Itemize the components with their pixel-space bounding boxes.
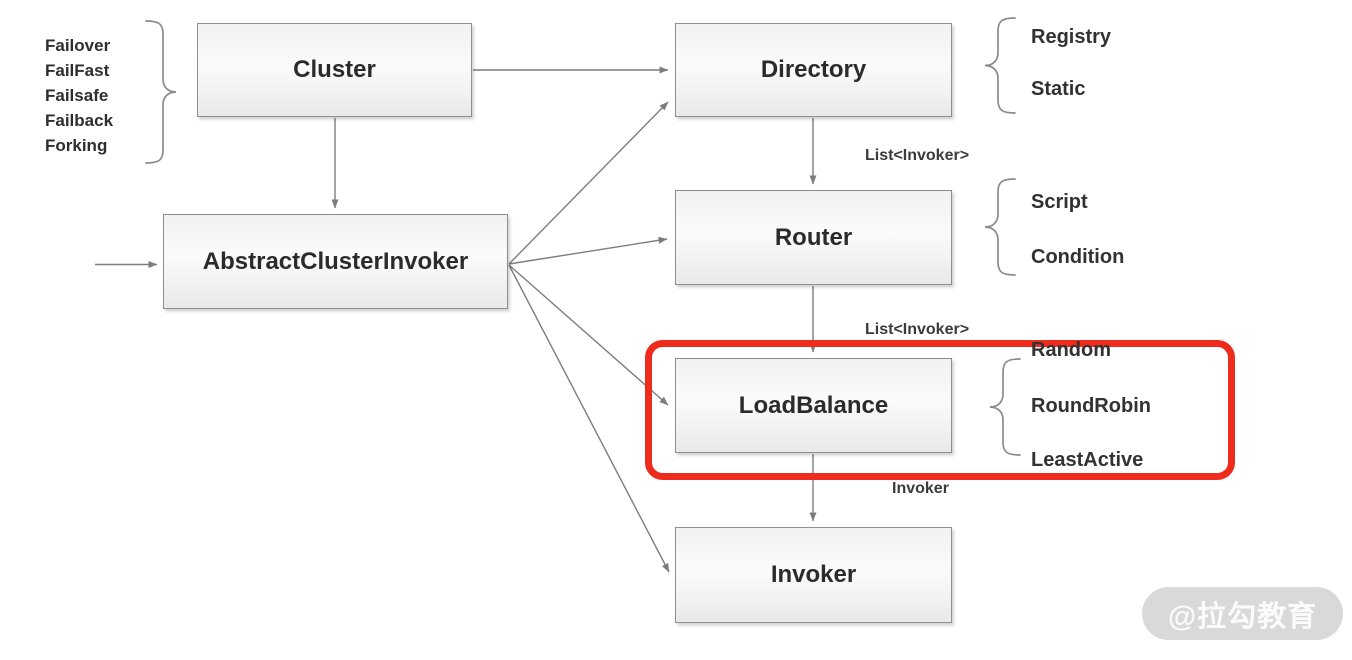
node-directory-label: Directory xyxy=(760,56,867,83)
node-abstract-cluster-invoker-label: AbstractClusterInvoker xyxy=(202,247,469,275)
node-invoker: Invoker xyxy=(675,527,952,623)
arrow-aci-to-router xyxy=(508,236,668,265)
edge-label-directory-router: List<Invoker> xyxy=(865,147,970,164)
node-abstract-cluster-invoker: AbstractClusterInvoker xyxy=(163,214,508,309)
watermark-badge: @拉勾教育 xyxy=(1142,587,1343,640)
cluster-strategy-item: Failback xyxy=(45,111,114,130)
brace-loadbalance-types xyxy=(989,358,1021,456)
router-type-item: Condition xyxy=(1031,246,1125,268)
arrow-aci-to-invoker xyxy=(508,264,670,573)
brace-cluster-strategies xyxy=(145,20,177,164)
node-directory: Directory xyxy=(675,23,952,117)
loadbalance-type-item: Random xyxy=(1031,339,1111,361)
arrow-aci-to-directory xyxy=(508,101,669,265)
highlight-box xyxy=(645,340,1235,480)
node-loadbalance-label: LoadBalance xyxy=(738,391,889,419)
router-type-item: Script xyxy=(1031,191,1088,213)
node-router-label: Router xyxy=(774,223,853,251)
node-loadbalance: LoadBalance xyxy=(675,358,952,453)
arrow-aci-to-loadbalance xyxy=(508,264,669,406)
edge-label-loadbalance-invoker: Invoker xyxy=(892,480,949,497)
brace-router-types xyxy=(984,178,1016,276)
cluster-strategy-item: FailFast xyxy=(45,61,110,80)
node-cluster-label: Cluster xyxy=(293,56,376,83)
cluster-strategy-item: Failsafe xyxy=(45,86,109,105)
directory-type-item: Registry xyxy=(1031,26,1112,48)
cluster-strategy-item: Failover xyxy=(45,36,111,55)
edge-label-router-loadbalance: List<Invoker> xyxy=(865,321,970,338)
node-invoker-label: Invoker xyxy=(770,561,857,588)
brace-directory-types xyxy=(984,17,1016,114)
directory-type-item: Static xyxy=(1031,78,1086,100)
cluster-strategy-item: Forking xyxy=(45,136,108,155)
watermark-text: @拉勾教育 xyxy=(1167,600,1318,633)
node-cluster: Cluster xyxy=(197,23,472,117)
loadbalance-type-item: LeastActive xyxy=(1031,449,1144,471)
node-router: Router xyxy=(675,190,952,285)
cluster-strategy-list: Failover FailFast Failsafe Failback Fork… xyxy=(45,33,113,158)
loadbalance-type-item: RoundRobin xyxy=(1031,395,1151,417)
